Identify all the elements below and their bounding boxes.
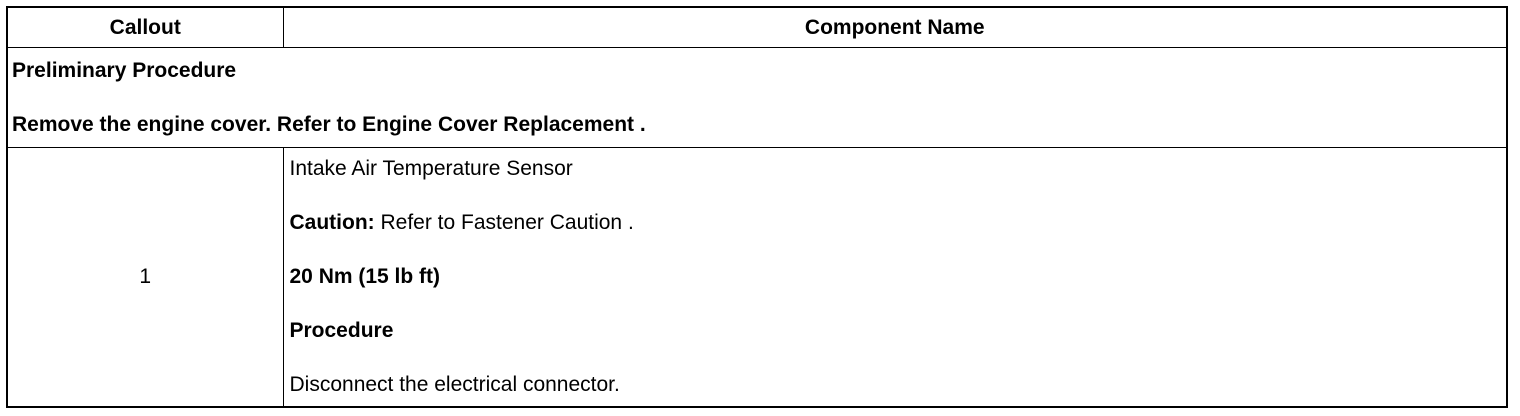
component-cell: Intake Air Temperature Sensor Caution: R…	[282, 147, 1508, 408]
header-callout: Callout	[6, 6, 284, 48]
preliminary-title: Preliminary Procedure	[12, 59, 237, 82]
preliminary-row: Preliminary Procedure Remove the engine …	[6, 47, 1508, 148]
callout-number: 1	[6, 147, 284, 408]
header-component-name: Component Name	[282, 6, 1508, 48]
procedure-step: Disconnect the electrical connector.	[289, 373, 620, 396]
preliminary-step: Remove the engine cover. Refer to Engine…	[12, 113, 646, 136]
caution-line: Caution: Refer to Fastener Caution .	[290, 209, 1507, 236]
caution-text: Refer to Fastener Caution .	[374, 211, 634, 234]
caution-label: Caution:	[289, 211, 375, 234]
procedure-label: Procedure	[289, 319, 394, 342]
table-header-row: Callout Component Name	[6, 6, 1508, 48]
table-row: 1 Intake Air Temperature Sensor Caution:…	[6, 147, 1508, 408]
torque-spec: 20 Nm (15 lb ft)	[289, 265, 441, 288]
component-table: Callout Component Name Preliminary Proce…	[6, 6, 1508, 408]
component-name: Intake Air Temperature Sensor	[289, 157, 573, 180]
preliminary-cell: Preliminary Procedure Remove the engine …	[6, 47, 1508, 148]
